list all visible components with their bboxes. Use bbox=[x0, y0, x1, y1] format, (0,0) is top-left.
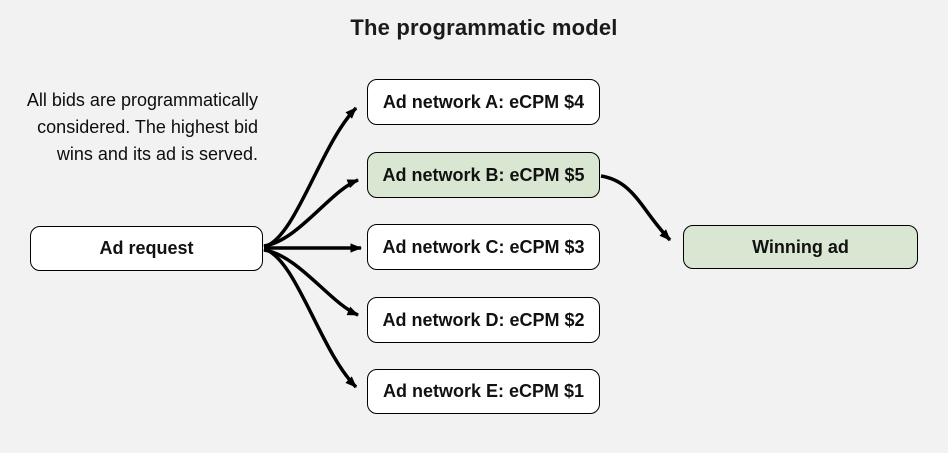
node-ad-network-e-label: Ad network E: eCPM $1 bbox=[382, 381, 585, 401]
node-ad-network-d: Ad network D: eCPM $2 bbox=[367, 297, 600, 343]
arrow-request-to-network-a bbox=[263, 106, 358, 249]
node-ad-network-a: Ad network A: eCPM $4 bbox=[367, 79, 600, 125]
arrow-request-to-network-b bbox=[263, 178, 360, 248]
node-ad-network-a-label: Ad network A: eCPM $4 bbox=[382, 91, 585, 112]
node-winning-ad-label: Winning ad bbox=[752, 236, 849, 257]
explanatory-note: All bids are programmatically considered… bbox=[26, 90, 258, 164]
node-winning-ad: Winning ad bbox=[683, 225, 918, 269]
node-ad-network-b-label: Ad network B: eCPM $5 bbox=[382, 164, 585, 185]
node-ad-network-c-label: Ad network C: eCPM $3 bbox=[382, 236, 585, 257]
node-ad-network-c: Ad network C: eCPM $3 bbox=[367, 224, 600, 270]
arrow-network-b-to-winning-ad bbox=[600, 174, 672, 242]
node-ad-request-label: Ad request bbox=[99, 238, 194, 258]
arrow-request-to-network-e bbox=[263, 247, 358, 389]
node-ad-network-e: Ad network E: eCPM $1 bbox=[367, 369, 600, 414]
node-ad-network-b: Ad network B: eCPM $5 bbox=[367, 152, 600, 198]
node-ad-request: Ad request bbox=[30, 226, 263, 271]
diagram-title: The programmatic model bbox=[350, 15, 618, 40]
arrow-request-to-network-d bbox=[263, 248, 360, 317]
node-ad-network-d-label: Ad network D: eCPM $2 bbox=[382, 309, 585, 330]
